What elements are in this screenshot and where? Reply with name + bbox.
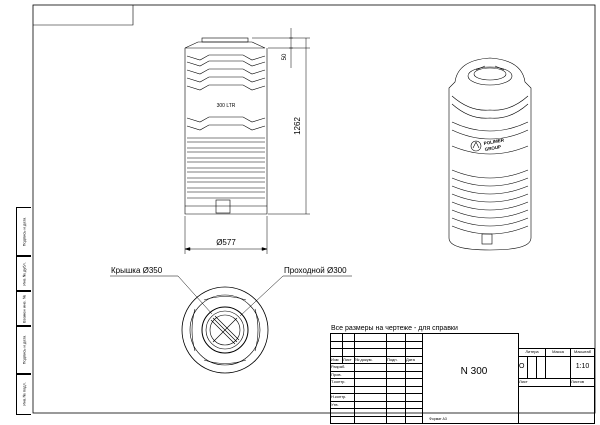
- tank-isometric-view: [448, 57, 532, 251]
- sidebar-field-duplicate-inv: Инв.№ дубл.: [16, 255, 31, 292]
- role-tech-control: Т.контр.: [330, 378, 355, 387]
- lid-callout: Крышка Ø350: [111, 266, 163, 275]
- sidebar-field-replace-inv: Взамен инв. №: [16, 290, 31, 327]
- drawing-designation: N 300: [460, 366, 488, 377]
- tank-body-outline: [184, 48, 268, 215]
- col-header-sheet: Лист: [342, 355, 355, 364]
- role-developer: Разраб.: [330, 363, 355, 372]
- scale-header: Масштаб: [569, 348, 596, 357]
- tank-shoulder-top: [184, 41, 266, 49]
- sidebar-field-signature-date-2: Подпись и дата: [16, 325, 31, 375]
- sheet-frame: [32, 4, 596, 414]
- logo-text-line1: POLIMER: [483, 137, 505, 146]
- tank-outlet: [215, 199, 231, 214]
- tank-volume-label: 300 LTR: [217, 103, 236, 109]
- tank-top-view: [181, 286, 269, 374]
- litera-header: Литера: [518, 348, 546, 357]
- sidebar-field-signature-date-1: Подпись и дата: [16, 207, 31, 257]
- col-header-signature: Подп.: [386, 355, 406, 364]
- diameter-dimension: [184, 216, 268, 254]
- tank-front-view: [184, 37, 268, 215]
- mass-header: Масса: [545, 348, 571, 357]
- top-left-box: [33, 5, 134, 26]
- sheets-label: Листов: [569, 378, 596, 387]
- logo-text-line2: GROUP: [484, 144, 501, 152]
- scale-value: 1:10: [569, 355, 596, 379]
- sheet-label: Лист: [518, 378, 571, 387]
- lid-height-dimension-value: 50: [282, 53, 288, 60]
- logo-mark: [472, 141, 480, 149]
- col-header-date: Дата: [405, 355, 423, 364]
- role-norm-control: Н.контр.: [330, 393, 355, 402]
- role-checker: Пров.: [330, 370, 355, 379]
- callout-leaders: [110, 275, 352, 317]
- sidebar-field-original-inv: Инв.№ подл.: [16, 373, 31, 415]
- height-dimension: [252, 28, 310, 215]
- diameter-dimension-value: Ø577: [216, 238, 236, 247]
- logo-icon: [470, 140, 482, 152]
- col-header-change: Изм: [330, 355, 343, 364]
- role-approver: Утв.: [330, 400, 355, 409]
- reference-note: Все размеры на чертеже - для справки: [331, 325, 458, 332]
- height-dimension-value: 1262: [293, 117, 302, 135]
- title-block: Литера Масса Масштаб Изм Лист № докум. П…: [330, 333, 596, 424]
- tank-lid: [201, 37, 249, 43]
- col-header-doc-no: № докум.: [354, 355, 387, 364]
- passage-callout: Проходной Ø300: [284, 266, 347, 275]
